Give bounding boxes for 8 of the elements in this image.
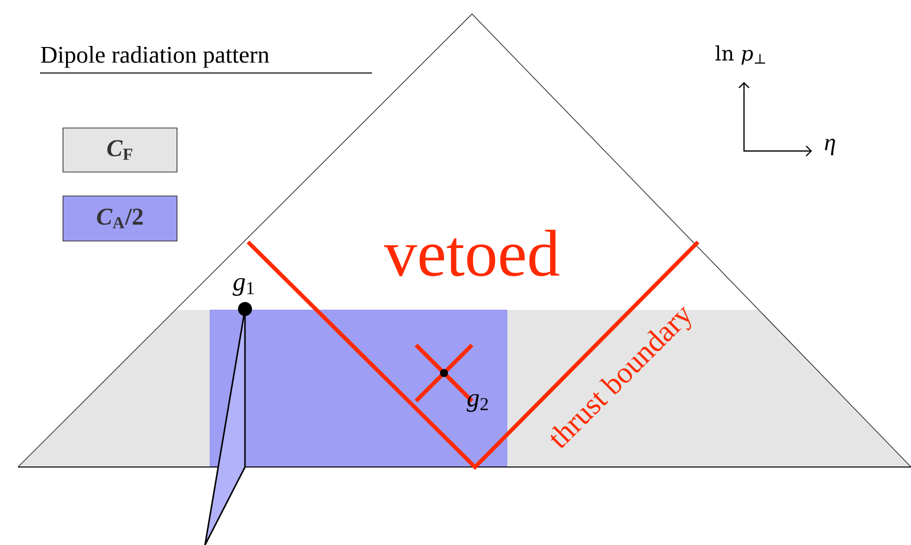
legend-item: C$_{F}$ [62,128,178,172]
axis-label: ln p$_{⊥}$ [716,45,766,65]
region-label: vetoed [384,230,560,276]
title: Dipole radiation pattern [40,46,270,68]
legend-item: C$_{A}$/2 [62,196,178,242]
axis-label: η [824,138,835,156]
point-label: g$_{2}$ [466,394,488,412]
point-label: g$_{1}$ [232,278,254,296]
